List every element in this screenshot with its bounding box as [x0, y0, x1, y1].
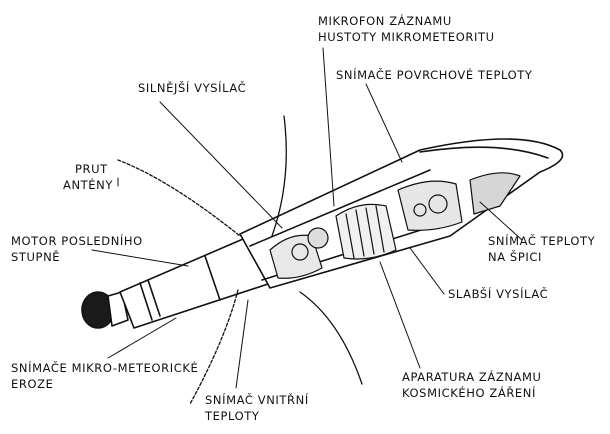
label-mikro-eroze: SNÍMAČE MIKRO-METEORICKÉ EROZE — [11, 360, 198, 392]
label-prut-line2: ANTÉNY — [63, 178, 113, 192]
label-slabsi-vysilac-text: SLABŠÍ VYSÍLAČ — [448, 287, 549, 301]
label-mikro-eroze-line1: SNÍMAČE MIKRO-METEORICKÉ — [11, 361, 199, 375]
label-motor-line2: STUPNĚ — [11, 250, 61, 264]
label-mikrofon-line2: HUSTOTY MIKROMETEORITU — [318, 30, 495, 44]
label-silnejsi-vysilac-text: SILNĚJŠÍ VYSÍLAČ — [138, 81, 247, 95]
label-aparatura: APARATURA ZÁZNAMU KOSMICKÉHO ZÁŘENÍ — [402, 369, 542, 401]
label-snimac-spici-line1: SNÍMAČ TEPLOTY — [488, 234, 596, 248]
label-vnitrni-teploty: SNÍMAČ VNITŘNÍ TEPLOTY — [205, 392, 309, 424]
label-mikro-eroze-line2: EROZE — [11, 377, 54, 391]
label-vnitrni-line1: SNÍMAČ VNITŘNÍ — [205, 393, 309, 407]
label-aparatura-line2: KOSMICKÉHO ZÁŘENÍ — [402, 386, 536, 400]
erosion-sensor-knob — [81, 291, 129, 329]
leader-lines — [91, 47, 523, 389]
label-mikrofon: MIKROFON ZÁZNAMU HUSTOTY MIKROMETEORITU — [318, 13, 495, 45]
label-motor-line1: MOTOR POSLEDNÍHO — [11, 234, 143, 248]
label-snimace-povrchove-teploty: SNÍMAČE POVRCHOVÉ TEPLOTY — [336, 67, 533, 83]
label-prut-line1: PRUT — [75, 162, 108, 176]
label-slabsi-vysilac: SLABŠÍ VYSÍLAČ — [448, 286, 548, 302]
label-snimac-spici-line2: NA ŠPICI — [488, 250, 542, 264]
label-motor: MOTOR POSLEDNÍHO STUPNĚ — [11, 233, 143, 265]
label-aparatura-line1: APARATURA ZÁZNAMU — [402, 370, 542, 384]
label-snimace-povrchove-teploty-text: SNÍMAČE POVRCHOVÉ TEPLOTY — [336, 68, 533, 82]
label-mikrofon-line1: MIKROFON ZÁZNAMU — [318, 14, 452, 28]
internal-apparatus — [269, 172, 521, 279]
label-prut-anteny: PRUT ANTÉNY — [63, 161, 113, 193]
satellite-body — [239, 138, 564, 289]
label-snimac-spici: SNÍMAČ TEPLOTY NA ŠPICI — [488, 233, 595, 265]
antenna-rods — [117, 115, 363, 405]
label-silnejsi-vysilac: SILNĚJŠÍ VYSÍLAČ — [138, 80, 246, 96]
label-vnitrni-line2: TEPLOTY — [205, 409, 260, 423]
